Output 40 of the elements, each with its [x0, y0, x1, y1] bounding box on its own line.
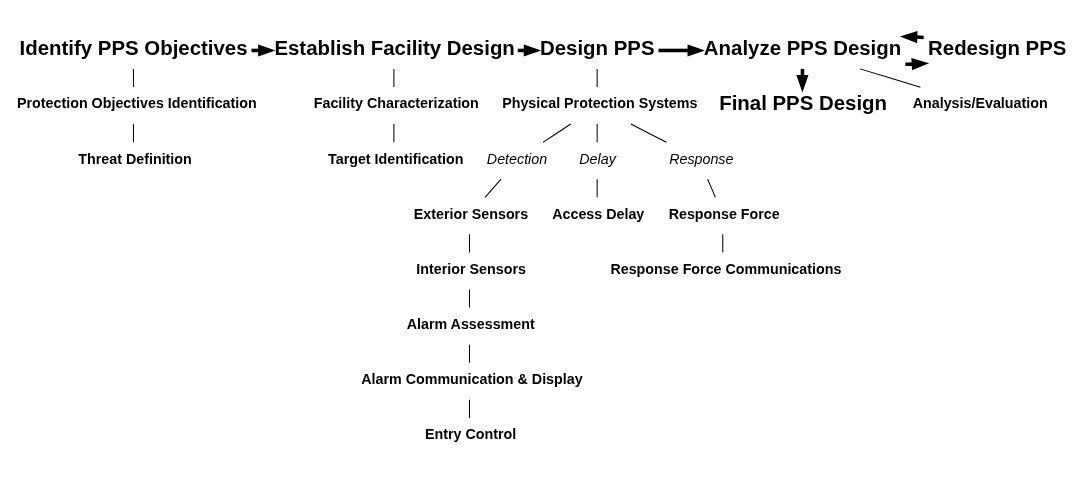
node-text: Interior Sensors	[416, 260, 526, 277]
connector	[469, 344, 470, 364]
node-text: Target Identification	[328, 150, 464, 167]
connector	[469, 233, 470, 253]
node-text: Physical Protection Systems	[502, 95, 698, 112]
connector	[596, 123, 598, 143]
node-text: Identify PPS Objectives	[19, 36, 248, 59]
node-text: Response Force Communications	[610, 260, 842, 277]
node-text: Detection	[486, 150, 548, 167]
node-text: Protection Objectives Identification	[17, 95, 257, 112]
connector	[469, 399, 470, 419]
arrow	[905, 58, 930, 71]
node-text: Response	[669, 150, 734, 167]
node-text: Redesign PPS	[928, 36, 1067, 59]
node-text: Threat Definition	[78, 150, 192, 167]
connector	[132, 68, 134, 88]
connector	[596, 178, 598, 198]
node-text: Facility Characterization	[313, 95, 479, 112]
node-text: Entry Control	[425, 426, 517, 443]
connector	[542, 123, 572, 143]
node-text: Alarm Communication & Display	[361, 371, 583, 388]
connector	[722, 233, 724, 253]
connector	[596, 68, 598, 88]
arrow	[658, 44, 705, 57]
connector	[484, 178, 502, 198]
node-text: Response Force	[668, 205, 780, 222]
connector	[859, 68, 921, 88]
node-text: Alarm Assessment	[406, 315, 535, 332]
node-text: Analysis/Evaluation	[912, 95, 1048, 112]
node-text: Design PPS	[539, 36, 655, 59]
connector	[469, 289, 470, 309]
node-text: Analyze PPS Design	[703, 36, 902, 59]
connector	[707, 178, 716, 198]
node-text: Establish Facility Design	[274, 36, 515, 59]
connector	[132, 123, 134, 143]
node-text: Delay	[579, 150, 616, 167]
node-text: Exterior Sensors	[413, 205, 529, 222]
connector	[630, 123, 667, 143]
node-text: Final PPS Design	[719, 91, 888, 114]
node-text: Access Delay	[552, 205, 645, 222]
